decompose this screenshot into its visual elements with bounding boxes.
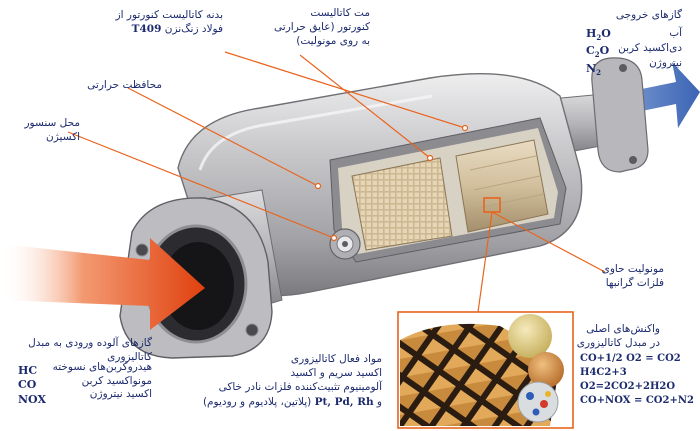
exhaust-formula-n2: N2 (586, 61, 601, 77)
label-heat-shield: محافظت حرارتی (87, 79, 162, 91)
noble-metals: Pt, Pd, Rh (314, 395, 374, 408)
inlet-arrow (0, 238, 205, 330)
coating-sphere-3 (517, 381, 559, 423)
leader-sensor (67, 131, 335, 239)
label-shell: بدنه کاتالیست کنورتور از فولاد زنگ‌نزن T… (115, 9, 223, 36)
label-mat: مت کاتالیست کنورتور (عایق حرارتی به روی … (274, 7, 370, 48)
converter-shell (177, 73, 583, 297)
label-oxygen-sensor: محل سنسور اکسیژن (24, 117, 80, 144)
leader-lines (67, 51, 606, 313)
label-exhaust-title: گازهای خروجی (615, 9, 682, 21)
exhaust-formula-water: H2O (586, 27, 611, 43)
reaction-equations: CO+1/2 O2 = CO2 H4C2+3 O2=2CO2+2H2O CO+N… (580, 352, 700, 408)
leader-mat (299, 54, 431, 159)
leader-heat-shield (127, 87, 319, 187)
steel-grade: T409 (131, 23, 162, 36)
label-active-materials: مواد فعال کاتالیزوری اکسید سریم و اکسید … (202, 353, 382, 408)
oxygen-sensor-port (329, 228, 361, 260)
label-inlet: گازهای آلوده ورودی به مبدل کاتالیزوری (28, 337, 152, 364)
monolith-block-2 (455, 139, 549, 233)
monolith-inset (397, 311, 574, 429)
coating-sphere-1 (508, 314, 552, 358)
equation-co: CO+1/2 O2 = CO2 (580, 353, 681, 364)
monolith-block-1 (351, 157, 453, 251)
inlet-names: هیدروکربن‌های نسوخته مونواکسید کربن اکسی… (52, 361, 152, 401)
label-reactions: واکنش‌های اصلی در مبدل کاتالیزوری (576, 323, 660, 350)
label-monolith: مونولیت حاوی فلزات گرانبها (601, 263, 664, 290)
equation-nox: CO+NOX = CO2+N2 (580, 395, 694, 406)
leader-inset (477, 211, 493, 313)
inlet-formulas: HC CO NOX (18, 364, 46, 406)
coating-sphere-2 (528, 352, 564, 388)
leader-monolith (491, 211, 606, 273)
exhaust-names: آب دی‌اکسید کربن نیتروژن (618, 27, 682, 70)
exhaust-formulas: H2O C2O N2 (586, 26, 611, 78)
monolith-marker (483, 197, 501, 213)
exhaust-formula-co2: C2O (586, 44, 610, 60)
equation-hydrocarbon: H4C2+3 O2=2CO2+2H2O (580, 367, 676, 392)
